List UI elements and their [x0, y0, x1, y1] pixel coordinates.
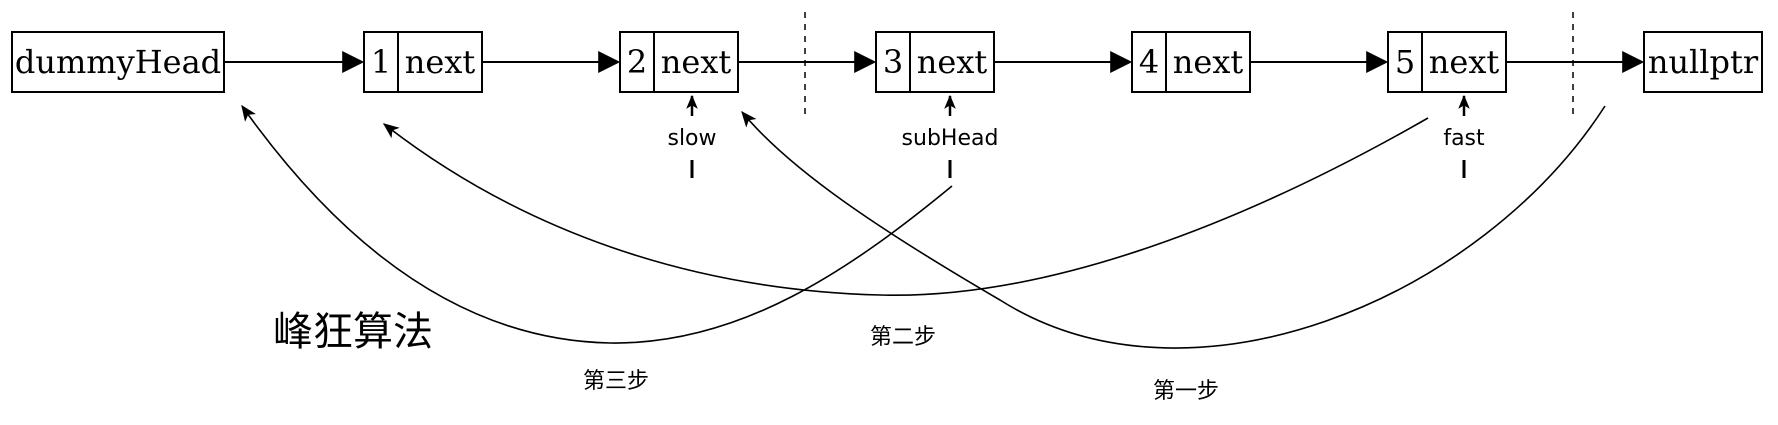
step-two-label: 第二步 — [870, 325, 936, 350]
list-node-5: 5 next — [1387, 31, 1507, 93]
node-value: 1 — [371, 43, 391, 81]
list-node-1: 1 next — [363, 31, 483, 93]
list-node-4: 4 next — [1131, 31, 1251, 93]
node-pointer-label: next — [661, 43, 732, 81]
node-pointer-label: next — [405, 43, 476, 81]
step-one-label: 第一步 — [1153, 379, 1219, 404]
slow-pointer-label: slow — [667, 126, 716, 151]
subhead-pointer-label: subHead — [902, 126, 999, 151]
nullptr-node: nullptr — [1643, 31, 1763, 93]
list-node-2: 2 next — [619, 31, 739, 93]
node-value: 2 — [627, 43, 647, 81]
node-value: 5 — [1395, 43, 1415, 81]
step-three-label: 第三步 — [583, 369, 649, 394]
watermark-text: 峰狂算法 — [273, 309, 433, 355]
node-pointer-label: next — [917, 43, 988, 81]
list-node-3: 3 next — [875, 31, 995, 93]
node-pointer-label: next — [1173, 43, 1244, 81]
step-two-arrow — [382, 117, 1429, 296]
fast-pointer: fast — [1443, 94, 1485, 178]
node-value: 4 — [1139, 43, 1159, 81]
nullptr-label: nullptr — [1648, 43, 1759, 81]
step-three-arrow — [241, 104, 953, 344]
dummy-head-node: dummyHead — [11, 31, 225, 93]
slow-pointer: slow — [667, 94, 717, 178]
step-one-arrow — [741, 105, 1606, 349]
node-value: 3 — [883, 43, 903, 81]
dummy-head-label: dummyHead — [15, 43, 221, 81]
fast-pointer-label: fast — [1443, 126, 1485, 151]
node-pointer-label: next — [1429, 43, 1500, 81]
subhead-pointer: subHead — [902, 94, 999, 178]
